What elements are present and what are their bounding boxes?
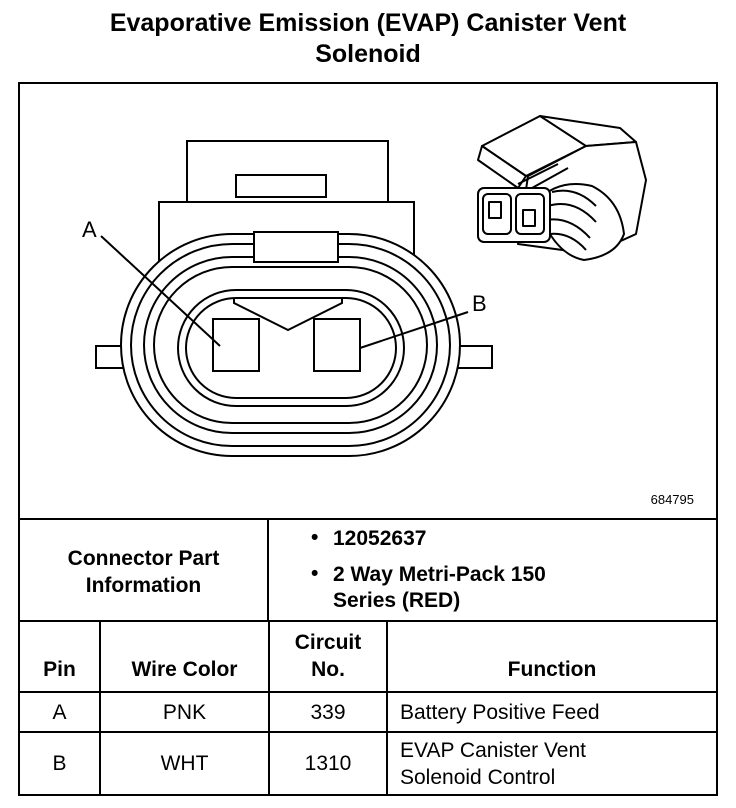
cell-function: EVAP Canister Vent Solenoid Control bbox=[400, 738, 586, 789]
header-pin: Pin bbox=[20, 622, 101, 693]
pin-b-callout: B bbox=[472, 291, 487, 316]
pinout-table: Pin Wire Color Circuit No. Function A PN… bbox=[20, 622, 716, 794]
connector-diagram: A B 684795 bbox=[20, 84, 716, 518]
cell-pin: A bbox=[20, 692, 101, 733]
pin-a-callout: A bbox=[82, 217, 97, 242]
table-header-row: Pin Wire Color Circuit No. Function bbox=[20, 622, 716, 693]
connector-type: 2 Way Metri-Pack 150 Series (RED) bbox=[333, 563, 546, 612]
header-wire-color: Wire Color bbox=[100, 622, 270, 693]
pin-b-leader bbox=[359, 311, 469, 349]
connector-info-list: • 12052637 • 2 Way Metri-Pack 150 Series… bbox=[269, 520, 716, 620]
pin-a-leader bbox=[100, 235, 221, 347]
cell-circuit: 1310 bbox=[269, 732, 388, 794]
table-row: A PNK 339 Battery Positive Feed bbox=[20, 692, 716, 733]
top-key bbox=[253, 231, 339, 263]
pin-b-cavity bbox=[313, 318, 361, 372]
cell-wire-color: PNK bbox=[100, 692, 270, 733]
table-row: B WHT 1310 EVAP Canister Vent Solenoid C… bbox=[20, 732, 716, 794]
connector-isometric-view bbox=[477, 115, 647, 261]
header-circuit-no: Circuit No. bbox=[269, 622, 388, 693]
cell-wire-color: WHT bbox=[100, 732, 270, 794]
page-title: Evaporative Emission (EVAP) Canister Ven… bbox=[109, 9, 627, 68]
header-function: Function bbox=[387, 622, 716, 693]
cell-pin: B bbox=[20, 732, 101, 794]
polarization-key bbox=[233, 298, 343, 332]
part-number: 12052637 bbox=[333, 527, 427, 550]
cell-function: Battery Positive Feed bbox=[387, 692, 716, 733]
latch-window bbox=[235, 174, 327, 198]
cell-circuit: 339 bbox=[269, 692, 388, 733]
pin-a-cavity bbox=[212, 318, 260, 372]
connector-face-drawing: A B bbox=[82, 115, 647, 457]
figure-id: 684795 bbox=[650, 492, 694, 507]
bullet-icon: • bbox=[311, 562, 319, 585]
bullet-icon: • bbox=[311, 526, 319, 549]
